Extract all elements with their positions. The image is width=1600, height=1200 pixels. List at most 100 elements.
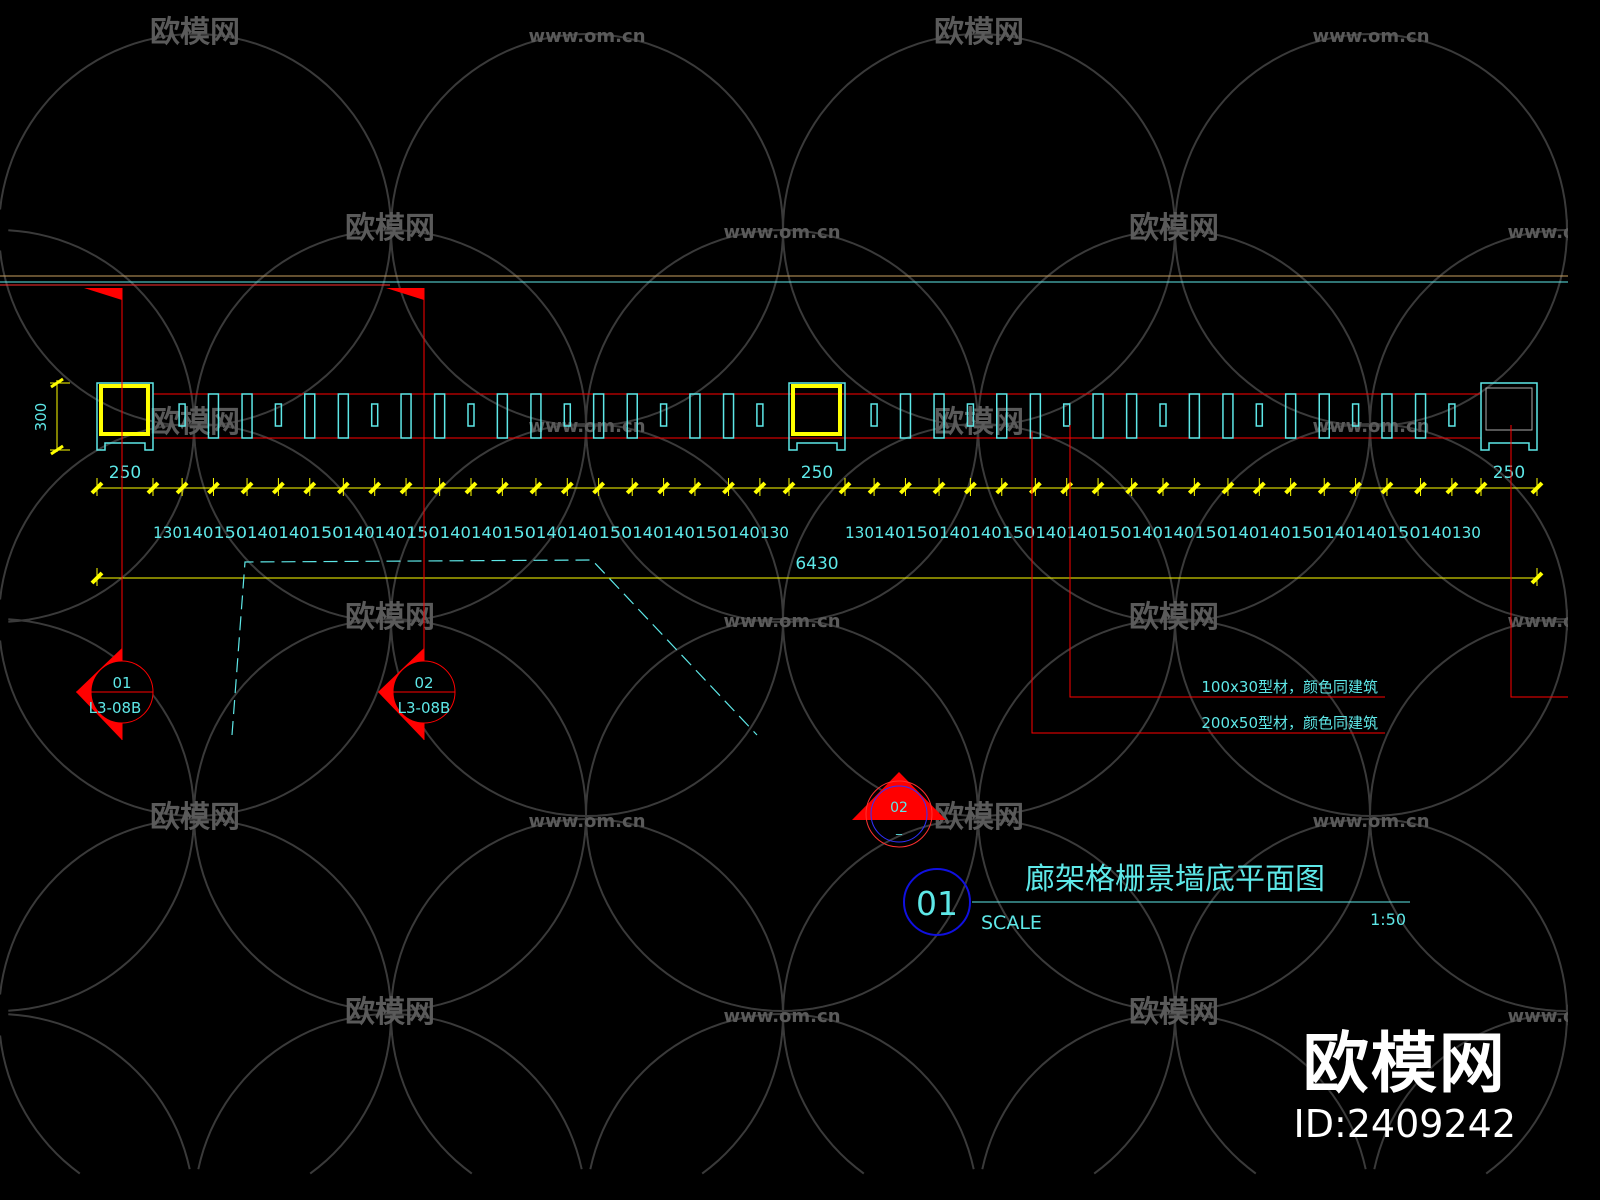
drawing-title-block: 01 廊架格栅景墙底平面图 SCALE 1:50 [903, 862, 1410, 936]
post [788, 382, 846, 451]
slat-100x30 [1062, 403, 1071, 427]
watermark-logo: 欧模网 [150, 800, 240, 835]
slat-200x50 [1381, 393, 1393, 439]
watermark-logo: 欧模网 [150, 15, 240, 50]
watermark-url: www.om.cn [723, 1006, 840, 1027]
watermark-arc [1368, 229, 1567, 623]
dimension-label: 150 [502, 523, 536, 542]
slat-100x30 [966, 403, 975, 427]
dimension-tick [995, 481, 1009, 495]
dimension-label: 140 [729, 523, 760, 542]
slat-200x50 [1222, 393, 1234, 439]
dimension-tick [625, 481, 639, 495]
dimension-tick [90, 571, 104, 585]
dimension-label: 150 [310, 523, 344, 542]
dimension-label: 140 [664, 523, 695, 542]
dimension-tick [867, 481, 881, 495]
slat-200x50 [1125, 393, 1138, 439]
watermark-arc [192, 617, 587, 1013]
dimension-tick [688, 481, 702, 495]
height-dimension: 300 [32, 377, 70, 456]
watermark-arc [8, 1013, 191, 1170]
dimension-label: 140 [1035, 523, 1066, 542]
slat-200x50 [241, 393, 253, 439]
post-width-label: 250 [801, 463, 833, 483]
dimension-label: 140 [278, 523, 309, 542]
dimension-tick [1284, 481, 1298, 495]
dimension-label: 150 [1387, 523, 1421, 542]
dimension-tick [303, 481, 317, 495]
section-sheet: L3-08B [89, 699, 142, 717]
elevation-marker-02[interactable]: 02 _ [852, 772, 946, 848]
dimension-tick [240, 481, 254, 495]
note-text: 100x30型材，颜色同建筑 [1201, 678, 1378, 696]
slat-200x50 [996, 393, 1008, 439]
dimension-tick [90, 481, 104, 495]
drawing-number: 01 [916, 884, 958, 923]
slat-200x50 [689, 393, 701, 439]
dimension-label: 130 [845, 523, 874, 542]
watermark-logo: 欧模网 [345, 600, 435, 635]
section-number: 01 [112, 674, 131, 692]
dimension-tick [838, 481, 852, 495]
dimension-label: 150 [1002, 523, 1036, 542]
watermark-arc [0, 817, 392, 1175]
section-sheet: L3-08B [398, 699, 451, 717]
watermark-logo: 欧模网 [934, 800, 1024, 835]
dimension-tick [657, 481, 671, 495]
watermark-arc [976, 617, 1371, 1013]
watermark-arc [584, 228, 979, 624]
dimension-tick [722, 481, 735, 495]
section-number: 02 [414, 674, 433, 692]
section-marker-01[interactable]: 01 L3-08B [76, 648, 154, 740]
section-marker-02[interactable]: 02 L3-08B [378, 648, 456, 740]
watermark-arc [8, 229, 195, 623]
dimension-tick [1156, 481, 1170, 495]
dimension-tick [899, 481, 912, 495]
grille-wall [96, 382, 1538, 451]
dimension-tick [433, 481, 447, 495]
overall-dimension-label: 6430 [795, 554, 838, 574]
dimension-label: 150 [1098, 523, 1132, 542]
watermark-url: www.om.cn [528, 811, 645, 832]
watermark-url: www.om.cn [1312, 26, 1429, 47]
scale-value: 1:50 [1370, 910, 1406, 929]
watermark-url: www.om.cn [528, 26, 645, 47]
dimension-tick [560, 481, 574, 495]
slat-200x50 [530, 393, 542, 439]
elevation-sheet: _ [895, 821, 903, 835]
dimension-tick [932, 481, 946, 495]
dimension-tick [1317, 481, 1331, 495]
dimension-label: 140 [939, 523, 970, 542]
dimension-tick [1445, 481, 1459, 495]
dimension-label: 140 [1163, 523, 1194, 542]
dashed-outline [231, 559, 758, 736]
dimension-label: 140 [970, 523, 1001, 542]
watermark-arc [0, 422, 392, 818]
watermark-logo: 欧模网 [345, 211, 435, 246]
dimension-tick [1221, 481, 1235, 495]
dimension-label: 140 [375, 523, 406, 542]
dimension-label: 140 [1421, 523, 1452, 542]
dimension-label: 140 [182, 523, 213, 542]
dimension-tick [1349, 481, 1363, 495]
dimension-tick [963, 481, 977, 495]
dimension-tick [146, 481, 160, 495]
dimension-label: 150 [905, 523, 939, 542]
watermark-logo-text: 欧模网 [1302, 1025, 1507, 1102]
slat-100x30 [659, 403, 668, 427]
dimension-tick [207, 481, 220, 495]
post [96, 382, 154, 451]
dimension-tick [495, 481, 509, 495]
slat-200x50 [337, 393, 350, 439]
dimension-label: 140 [1324, 523, 1355, 542]
watermark-arc [192, 228, 587, 624]
watermark-url: www.om.cn [1312, 811, 1429, 832]
watermark-arc [389, 817, 784, 1175]
note-text: 200x50型材，颜色同建筑 [1201, 714, 1378, 732]
watermark-url: www.om.cn [1507, 611, 1568, 632]
dimension-tick [271, 481, 285, 495]
dimension-label: 140 [1259, 523, 1290, 542]
cad-drawing-canvas: 欧模网 www.om.cn 欧模网 www.om.cn 欧模网 www.om.cn 欧模网 w… [0, 15, 1568, 1175]
